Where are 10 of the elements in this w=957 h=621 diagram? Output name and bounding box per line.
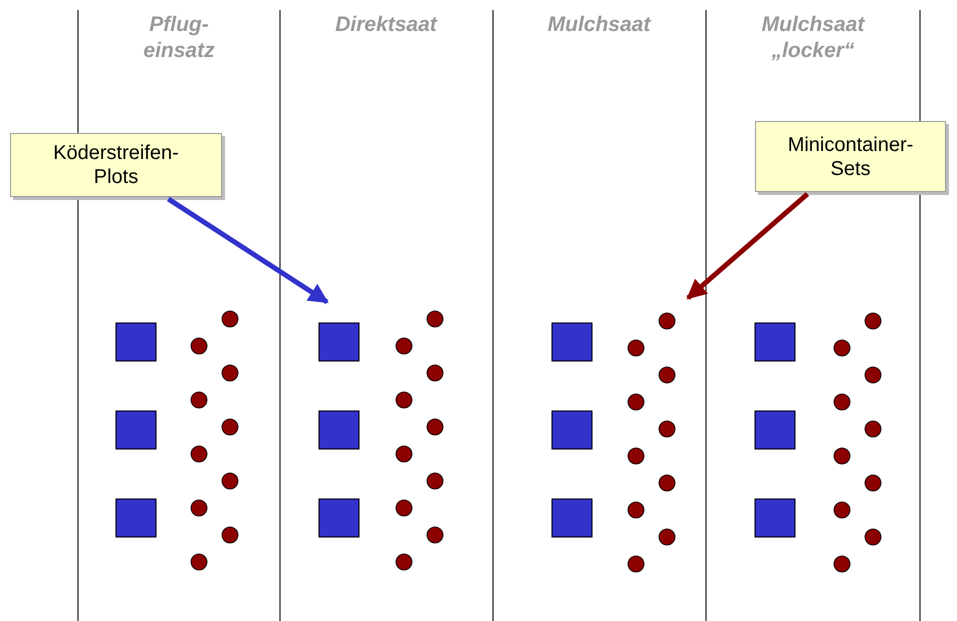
column-heading: Mulchsaat bbox=[546, 12, 652, 38]
arrow bbox=[686, 192, 810, 300]
column-heading: Pflug- einsatz bbox=[142, 12, 216, 64]
column-heading: Mulchsaat „locker“ bbox=[760, 12, 866, 64]
arrow bbox=[167, 196, 329, 304]
callout-text: Minicontainer- Sets bbox=[786, 132, 914, 180]
callout-box bbox=[10, 133, 222, 197]
callout-box bbox=[755, 121, 946, 192]
callout-text: Köderstreifen- Plots bbox=[52, 141, 180, 189]
column-heading: Direktsaat bbox=[334, 12, 438, 38]
